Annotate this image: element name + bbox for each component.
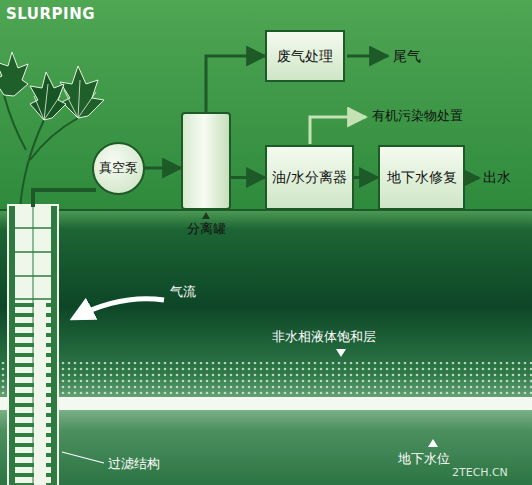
node-label: 废气处理 bbox=[277, 48, 333, 65]
pointer-mark bbox=[336, 349, 346, 357]
pointer-mark bbox=[202, 212, 210, 219]
flow-connector bbox=[231, 176, 265, 179]
output-label: 有机污染物处置 bbox=[372, 108, 463, 124]
flow-connector bbox=[206, 56, 265, 112]
water-table-band bbox=[0, 397, 532, 410]
process-box: 油/水分离器 bbox=[265, 145, 354, 210]
flow-connector bbox=[354, 176, 378, 179]
tank-body bbox=[181, 112, 231, 210]
node-label: 油/水分离器 bbox=[272, 169, 347, 186]
airflow-arrow bbox=[74, 299, 164, 318]
layer-label: 非水相液体饱和层 bbox=[272, 329, 376, 345]
sky bbox=[0, 0, 532, 212]
watermark: 2TECH.CN bbox=[452, 466, 508, 479]
node-label: 真空泵 bbox=[99, 160, 138, 176]
node-label: 地下水修复 bbox=[387, 169, 457, 186]
pump-circle: 真空泵 bbox=[92, 142, 145, 195]
separator-tank: 分离罐 bbox=[169, 112, 243, 237]
output-label: 尾气 bbox=[393, 48, 421, 65]
flow-connector bbox=[145, 167, 182, 170]
ground bbox=[0, 210, 532, 485]
output-label: 出水 bbox=[483, 169, 511, 186]
well bbox=[8, 190, 96, 485]
process-box: 废气处理 bbox=[265, 30, 345, 82]
napl-layer bbox=[0, 362, 532, 394]
pointer-mark bbox=[428, 439, 438, 447]
part-label: 过滤结构 bbox=[108, 456, 160, 472]
process-box: 地下水修复 bbox=[378, 145, 465, 210]
diagram-title: SLURPING bbox=[6, 5, 95, 23]
leader-line bbox=[62, 452, 104, 463]
plant bbox=[0, 52, 104, 210]
layer-label: 地下水位 bbox=[398, 451, 450, 467]
node-label: 分离罐 bbox=[169, 221, 243, 237]
flow-label: 气流 bbox=[170, 284, 196, 300]
